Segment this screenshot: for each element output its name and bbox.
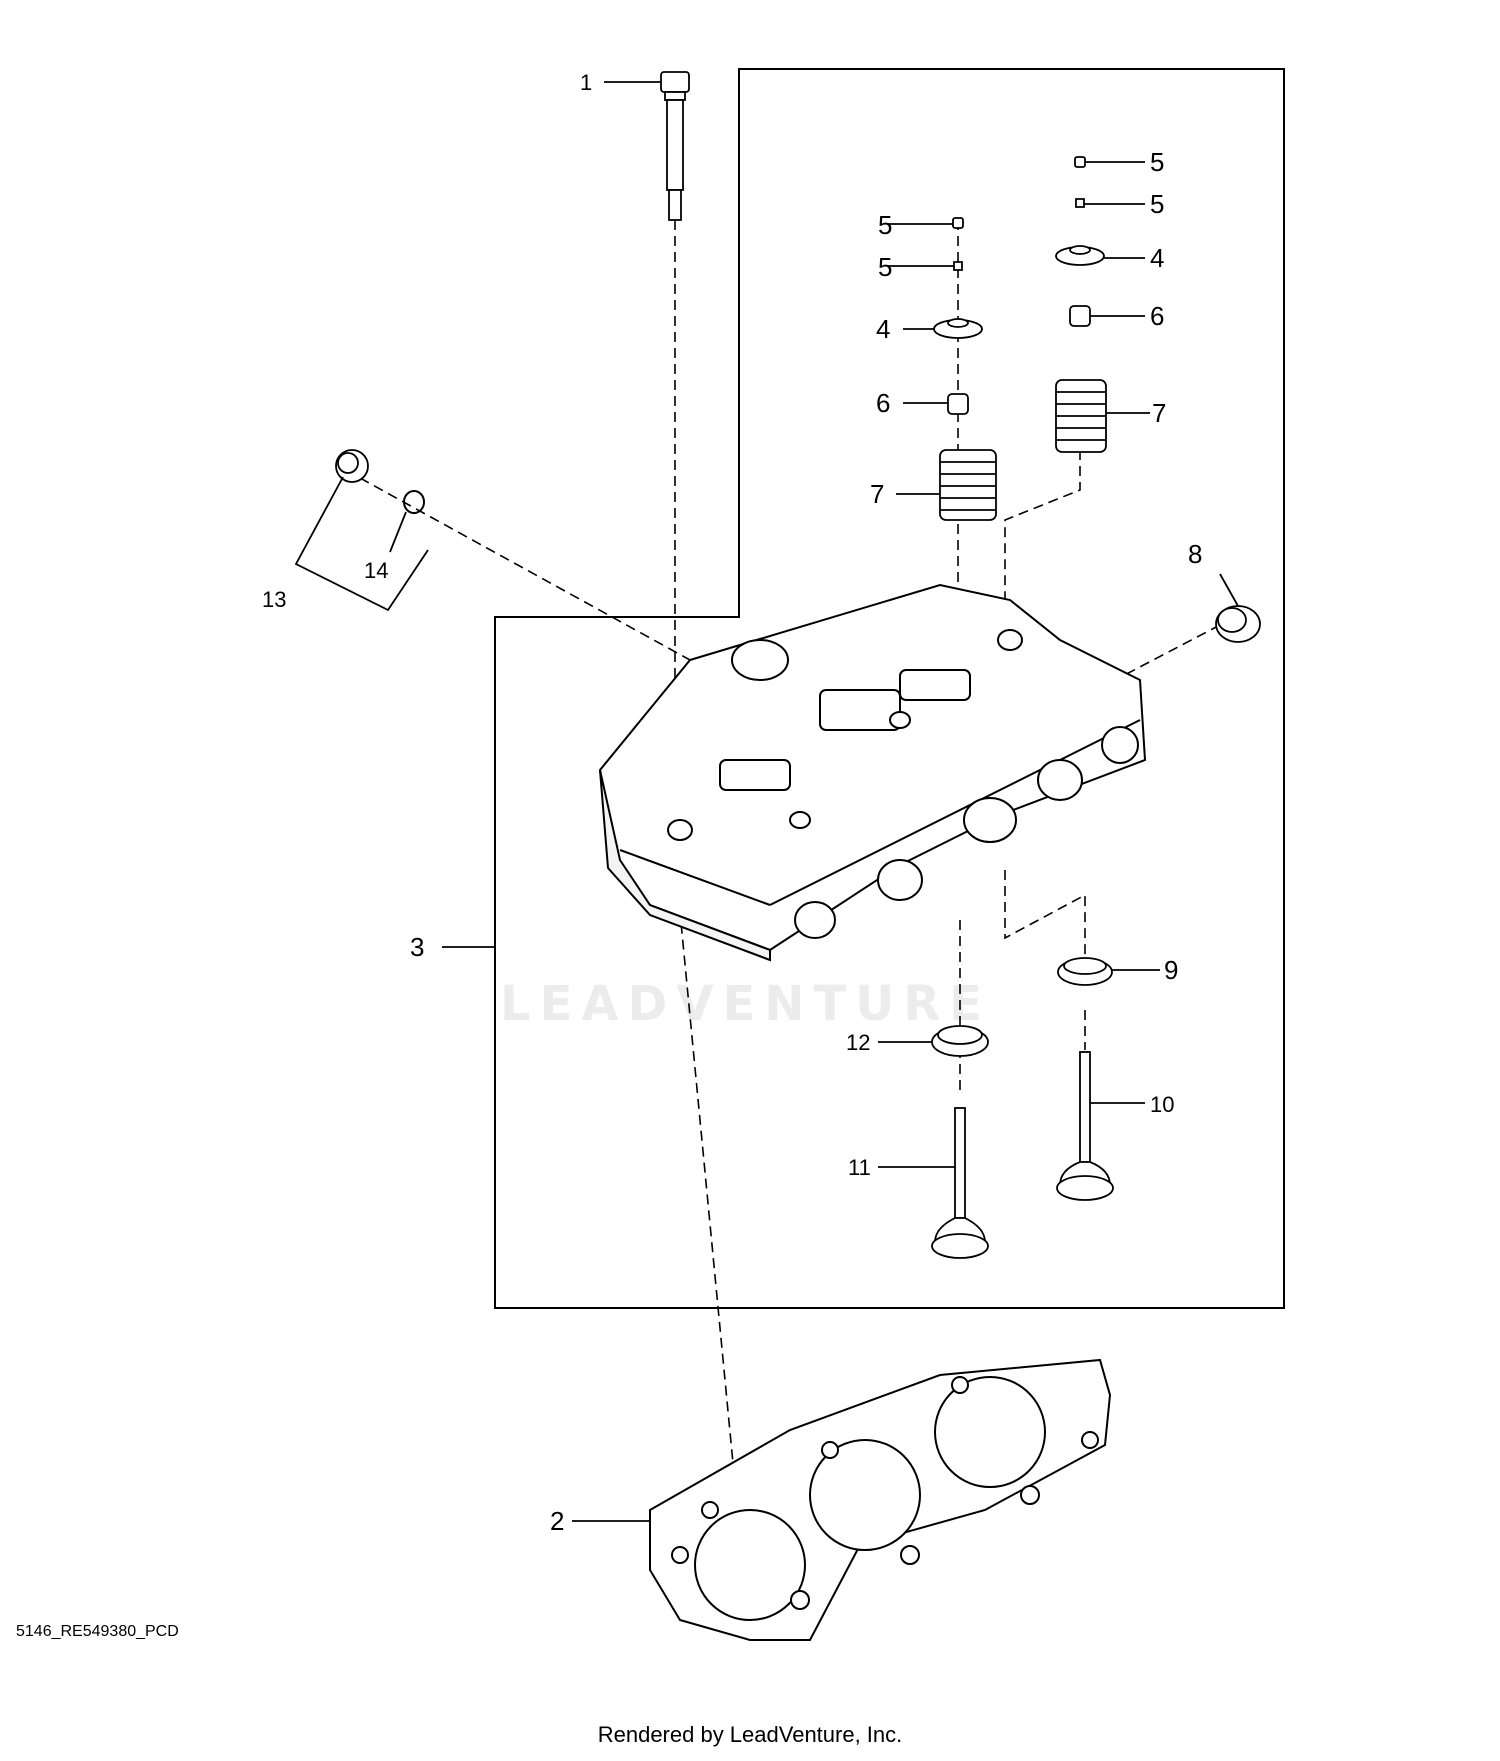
- callout-7a: 7: [870, 479, 884, 509]
- callout-13: 13: [262, 587, 286, 612]
- seat-ring-12: [931, 1025, 989, 1057]
- head-gasket: [649, 1358, 1112, 1641]
- watermark-text: LEADVENTURE: [500, 976, 991, 1032]
- callout-12: 12: [846, 1030, 870, 1055]
- callout-5d: 5: [1150, 189, 1164, 219]
- valve-11: [931, 1107, 989, 1259]
- leader-lines: [294, 81, 1239, 1522]
- callout-5c: 5: [1150, 147, 1164, 177]
- callout-4a: 4: [876, 314, 890, 344]
- seat-ring-9: [1057, 957, 1113, 986]
- plug-8: [1215, 605, 1261, 643]
- valve-10: [1056, 1051, 1114, 1201]
- callout-5a: 5: [878, 210, 892, 240]
- callout-1: 1: [580, 70, 592, 95]
- valve-stack-left: [933, 217, 997, 521]
- callout-4b: 4: [1150, 243, 1164, 273]
- callout-3: 3: [410, 932, 424, 962]
- cylinder-head: [598, 583, 1147, 962]
- o-ring-14: [403, 490, 425, 514]
- figure-code: 5146_RE549380_PCD: [16, 1623, 179, 1640]
- callout-10: 10: [1150, 1092, 1174, 1117]
- kit-boundary: [494, 68, 1285, 1309]
- callout-6b: 6: [1150, 301, 1164, 331]
- callout-labels: 1 2 3 4 4 5 5 5 5 6 6 7 7 8 9 10 11 12 1…: [262, 70, 1202, 1536]
- footer-credit: Rendered by LeadVenture, Inc.: [597, 1722, 903, 1747]
- callout-9: 9: [1164, 955, 1178, 985]
- callout-8: 8: [1188, 539, 1202, 569]
- callout-7b: 7: [1152, 398, 1166, 428]
- callout-6a: 6: [876, 388, 890, 418]
- callout-14: 14: [364, 558, 388, 583]
- callout-5b: 5: [878, 252, 892, 282]
- callout-11: 11: [848, 1155, 871, 1180]
- assembly-lines: [359, 220, 1221, 1641]
- callout-2: 2: [550, 1506, 564, 1536]
- plug-13: [335, 449, 369, 483]
- valve-stack-right: [1055, 156, 1107, 453]
- head-bolt: [660, 71, 690, 221]
